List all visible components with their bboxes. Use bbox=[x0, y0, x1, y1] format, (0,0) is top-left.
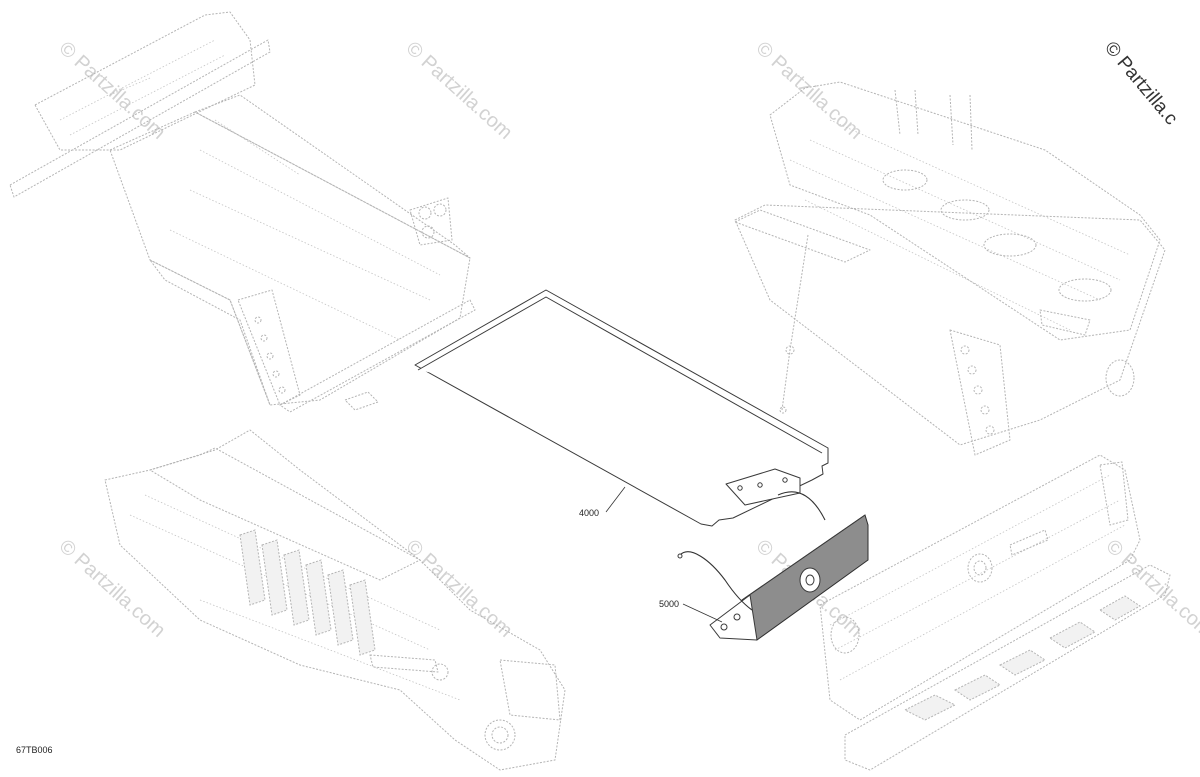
tailgate-cable bbox=[679, 551, 753, 611]
tailgate-panel-part[interactable] bbox=[677, 491, 869, 641]
tailgate-cable bbox=[777, 491, 826, 521]
tailgate-assembly-illustration bbox=[819, 454, 1171, 771]
watermark: © Partzilla.com bbox=[752, 37, 867, 144]
bed-mat-part[interactable] bbox=[414, 289, 829, 527]
diagram-code: 67TB006 bbox=[16, 745, 53, 755]
mat-rivet bbox=[737, 485, 743, 491]
watermark: © Partzilla.com bbox=[55, 535, 170, 642]
tailgate-hinge bbox=[709, 594, 758, 641]
cargo-box-frame-illustration bbox=[9, 11, 476, 413]
watermark: © Partzilla.com bbox=[402, 37, 517, 144]
side-rail-illustration bbox=[104, 429, 566, 771]
mat-rivet bbox=[757, 482, 763, 488]
callouts: 4000 5000 bbox=[579, 486, 723, 623]
mat-rivet bbox=[782, 477, 788, 483]
watermark: © Partzilla.com bbox=[402, 535, 517, 642]
tailgate-latch-center bbox=[805, 574, 815, 586]
callout-5000: 5000 bbox=[659, 599, 679, 609]
cargo-bed-illustration bbox=[734, 81, 1166, 456]
mat-hinge-bracket bbox=[725, 468, 801, 506]
watermark: © Partzilla.com bbox=[1102, 535, 1200, 642]
watermark-corner: © Partzilla.c bbox=[1100, 38, 1181, 129]
callout-4000: 4000 bbox=[579, 508, 599, 518]
